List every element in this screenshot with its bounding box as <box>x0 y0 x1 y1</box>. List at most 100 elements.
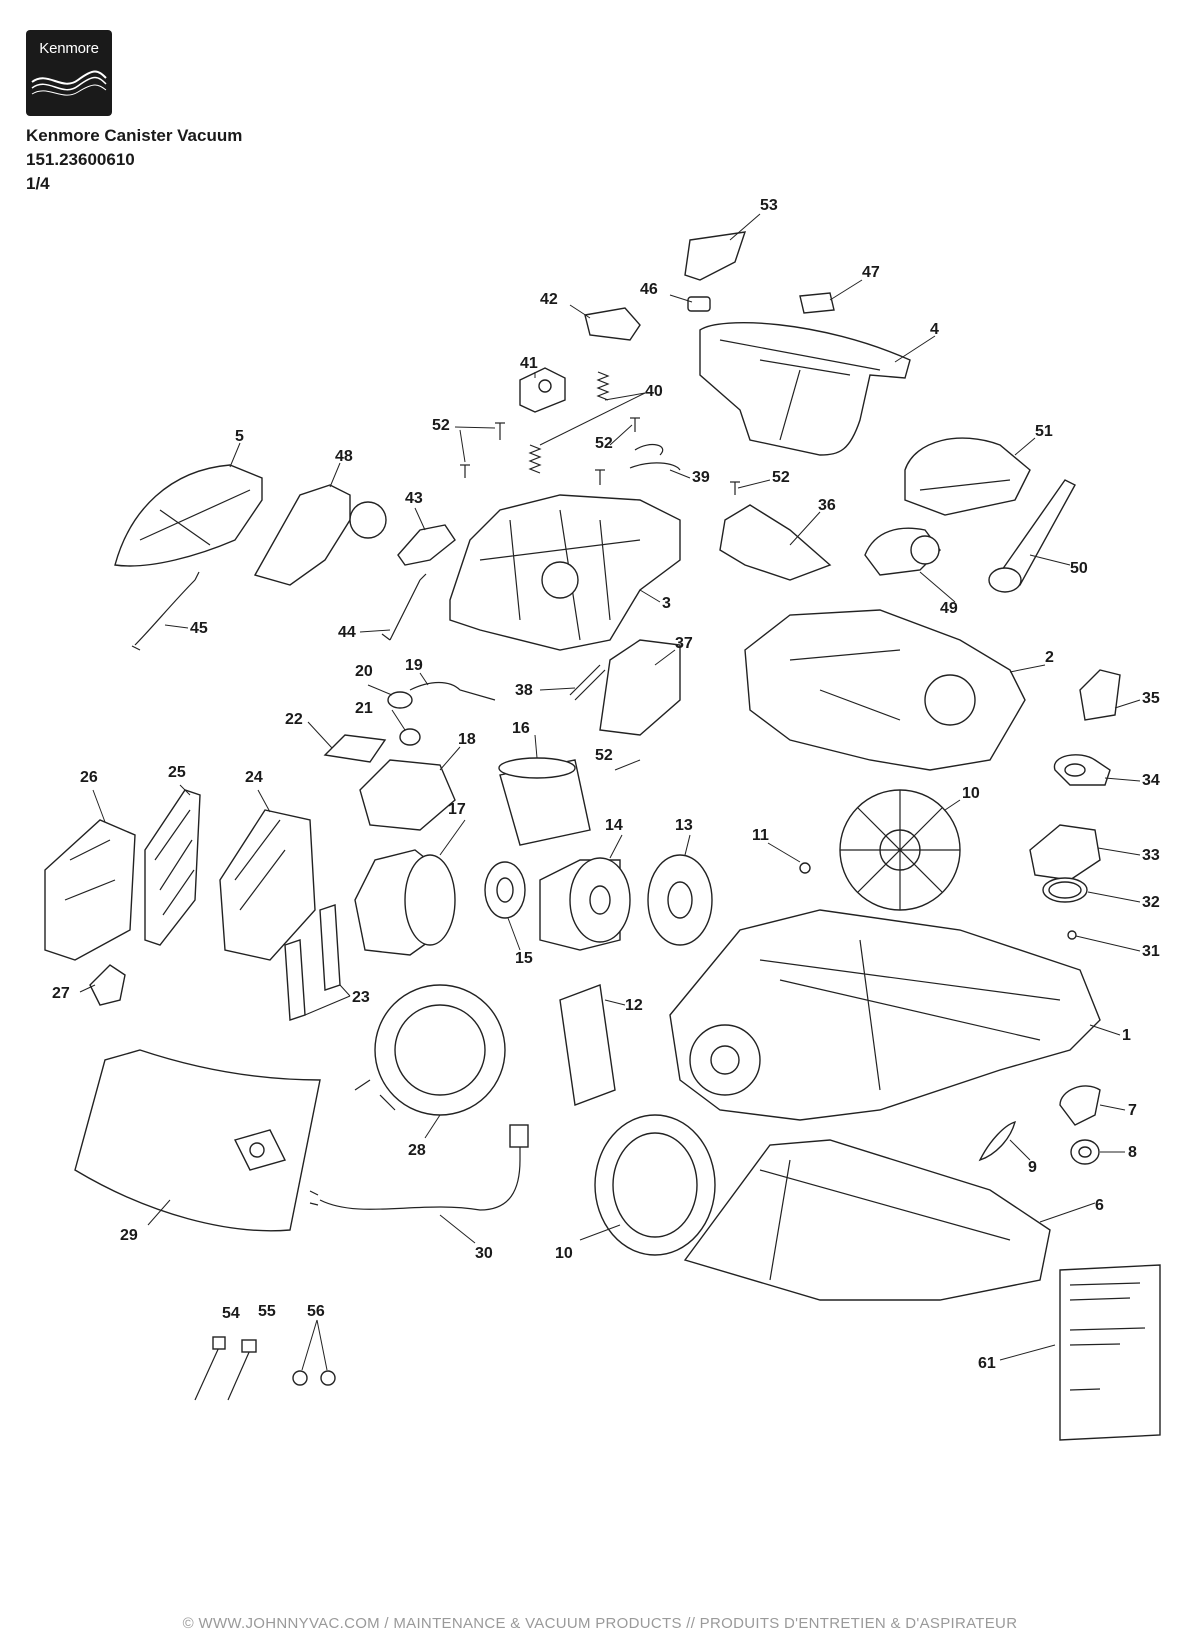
part-13 <box>647 854 713 946</box>
callout-41: 41 <box>520 355 538 372</box>
callout-52-c: 52 <box>772 469 790 486</box>
part-28-cord-reel <box>354 984 506 1116</box>
part-8 <box>1070 1139 1100 1165</box>
callout-9: 9 <box>1028 1159 1037 1176</box>
part-38 <box>569 664 606 701</box>
part-6-bottom-plate <box>683 1139 1051 1301</box>
callout-30: 30 <box>475 1245 493 1262</box>
callout-7: 7 <box>1128 1102 1137 1119</box>
page-indicator: 1/4 <box>26 174 50 193</box>
part-52-screws <box>460 417 740 495</box>
part-19 <box>409 681 496 701</box>
part-35 <box>1079 669 1121 721</box>
callout-45: 45 <box>190 620 208 637</box>
part-7 <box>1059 1085 1101 1126</box>
callout-3: 3 <box>662 595 671 612</box>
callout-33: 33 <box>1142 847 1160 864</box>
callout-21: 21 <box>355 700 373 717</box>
part-23 <box>284 904 341 1021</box>
callout-8: 8 <box>1128 1144 1137 1161</box>
callout-27: 27 <box>52 985 70 1002</box>
callout-32: 32 <box>1142 894 1160 911</box>
callout-11: 11 <box>752 827 769 844</box>
part-25-filter <box>144 789 201 946</box>
callout-46: 46 <box>640 281 658 298</box>
callout-5: 5 <box>235 428 244 445</box>
part-43 <box>397 524 456 566</box>
callout-36: 36 <box>818 497 836 514</box>
callout-25: 25 <box>168 764 186 781</box>
callout-50: 50 <box>1070 560 1088 577</box>
callout-55: 55 <box>258 1303 276 1320</box>
part-29-bag <box>74 1049 321 1232</box>
callout-10-b: 10 <box>555 1245 573 1262</box>
callout-38: 38 <box>515 682 533 699</box>
part-37 <box>599 639 681 736</box>
callout-12: 12 <box>625 997 643 1014</box>
callout-52-b: 52 <box>595 435 613 452</box>
part-1-base <box>669 909 1101 1121</box>
model-name: Kenmore Canister Vacuum <box>26 126 243 145</box>
callout-40: 40 <box>645 383 663 400</box>
part-49 <box>864 527 941 576</box>
callout-49: 49 <box>940 600 958 617</box>
part-18 <box>359 759 456 831</box>
callout-13: 13 <box>675 817 693 834</box>
part-21 <box>399 728 421 746</box>
part-10-wheel <box>839 789 961 911</box>
part-45 <box>131 571 200 651</box>
part-15 <box>484 861 526 919</box>
callout-52-a: 52 <box>432 417 450 434</box>
part-5-bag-door <box>114 464 263 567</box>
callout-51: 51 <box>1035 423 1053 440</box>
leader-lines <box>79 213 1141 1371</box>
callout-48: 48 <box>335 448 353 465</box>
callout-54: 54 <box>222 1305 240 1322</box>
part-10-wheel-lower <box>594 1114 716 1256</box>
part-26 <box>44 819 136 961</box>
kenmore-logo: Kenmore <box>26 30 112 116</box>
footer-copyright: © WWW.JOHNNYVAC.COM / MAINTENANCE & VACU… <box>182 1615 1018 1632</box>
part-53 <box>684 231 747 281</box>
callout-24: 24 <box>245 769 263 786</box>
part-40-springs <box>528 371 610 474</box>
callout-43: 43 <box>405 490 423 507</box>
logo-text: Kenmore <box>39 40 99 57</box>
part-27 <box>89 964 126 1006</box>
part-46 <box>687 296 711 312</box>
callout-39: 39 <box>692 469 710 486</box>
part-39 <box>629 443 681 471</box>
callout-37: 37 <box>675 635 693 652</box>
callout-15: 15 <box>515 950 533 967</box>
callout-42: 42 <box>540 291 558 308</box>
part-36 <box>719 504 832 581</box>
callout-23: 23 <box>352 989 370 1006</box>
callout-52-d: 52 <box>595 747 613 764</box>
callout-53: 53 <box>760 197 778 214</box>
callout-34: 34 <box>1142 772 1160 789</box>
part-31 <box>1067 930 1077 940</box>
callout-1: 1 <box>1122 1027 1131 1044</box>
callout-47: 47 <box>862 264 880 281</box>
part-51-brush <box>904 437 1031 516</box>
callout-35: 35 <box>1142 690 1160 707</box>
part-34 <box>1053 754 1111 786</box>
callout-6: 6 <box>1095 1197 1104 1214</box>
part-54 <box>194 1336 226 1401</box>
part-2-upper-housing <box>744 609 1026 771</box>
logo-wave-icon <box>31 70 107 96</box>
part-9 <box>978 1120 1017 1162</box>
part-3-frame <box>449 494 681 651</box>
part-50-crevice-tool <box>988 479 1076 593</box>
callout-18: 18 <box>458 731 476 748</box>
callout-17: 17 <box>448 801 466 818</box>
callout-56: 56 <box>307 1303 325 1320</box>
part-24-filter <box>219 809 316 961</box>
part-48-hose-handle <box>253 484 387 586</box>
part-20 <box>387 691 413 709</box>
page-header: Kenmore Canister Vacuum 151.23600610 1/4 <box>26 124 242 196</box>
callout-2: 2 <box>1045 649 1054 666</box>
callout-labels: 53 46 47 42 4 41 40 52 52 51 5 48 39 52 … <box>52 197 1160 1372</box>
part-42 <box>584 307 641 341</box>
callout-29: 29 <box>120 1227 138 1244</box>
